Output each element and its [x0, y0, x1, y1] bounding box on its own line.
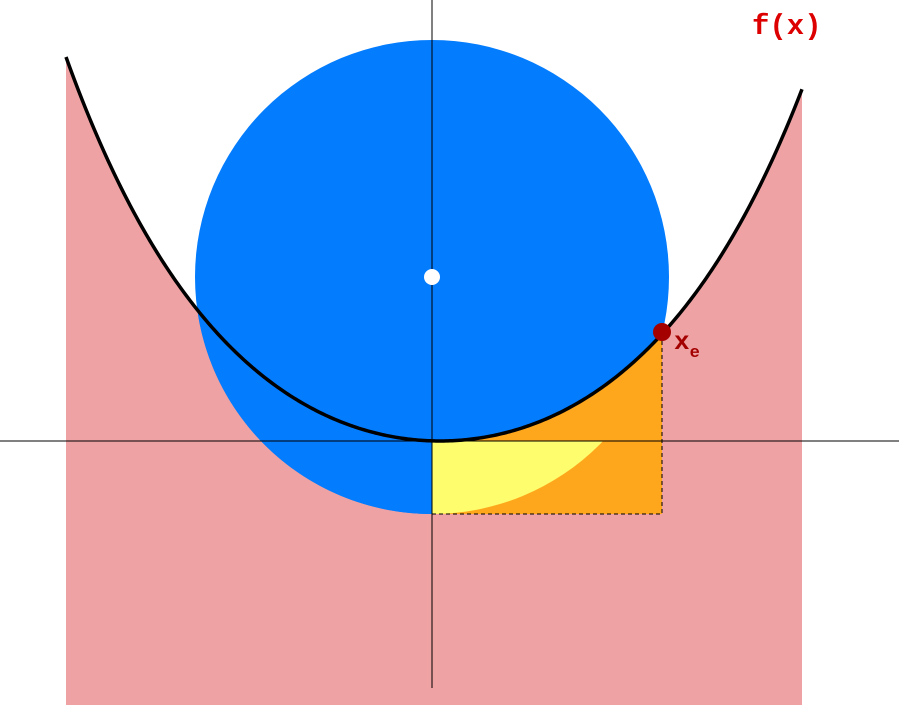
point-label: xe — [674, 327, 700, 363]
function-curve — [64, 56, 804, 443]
region-under-curve — [66, 57, 802, 705]
dashed-box — [432, 332, 663, 515]
point-xe — [653, 323, 671, 341]
circle-lower-left — [198, 310, 432, 514]
orange-region-upper — [432, 334, 662, 441]
point-label-sub: e — [690, 344, 700, 363]
function-label: f(x) — [752, 10, 822, 43]
circle-center-dot — [424, 269, 440, 285]
point-label-main: x — [674, 327, 690, 357]
